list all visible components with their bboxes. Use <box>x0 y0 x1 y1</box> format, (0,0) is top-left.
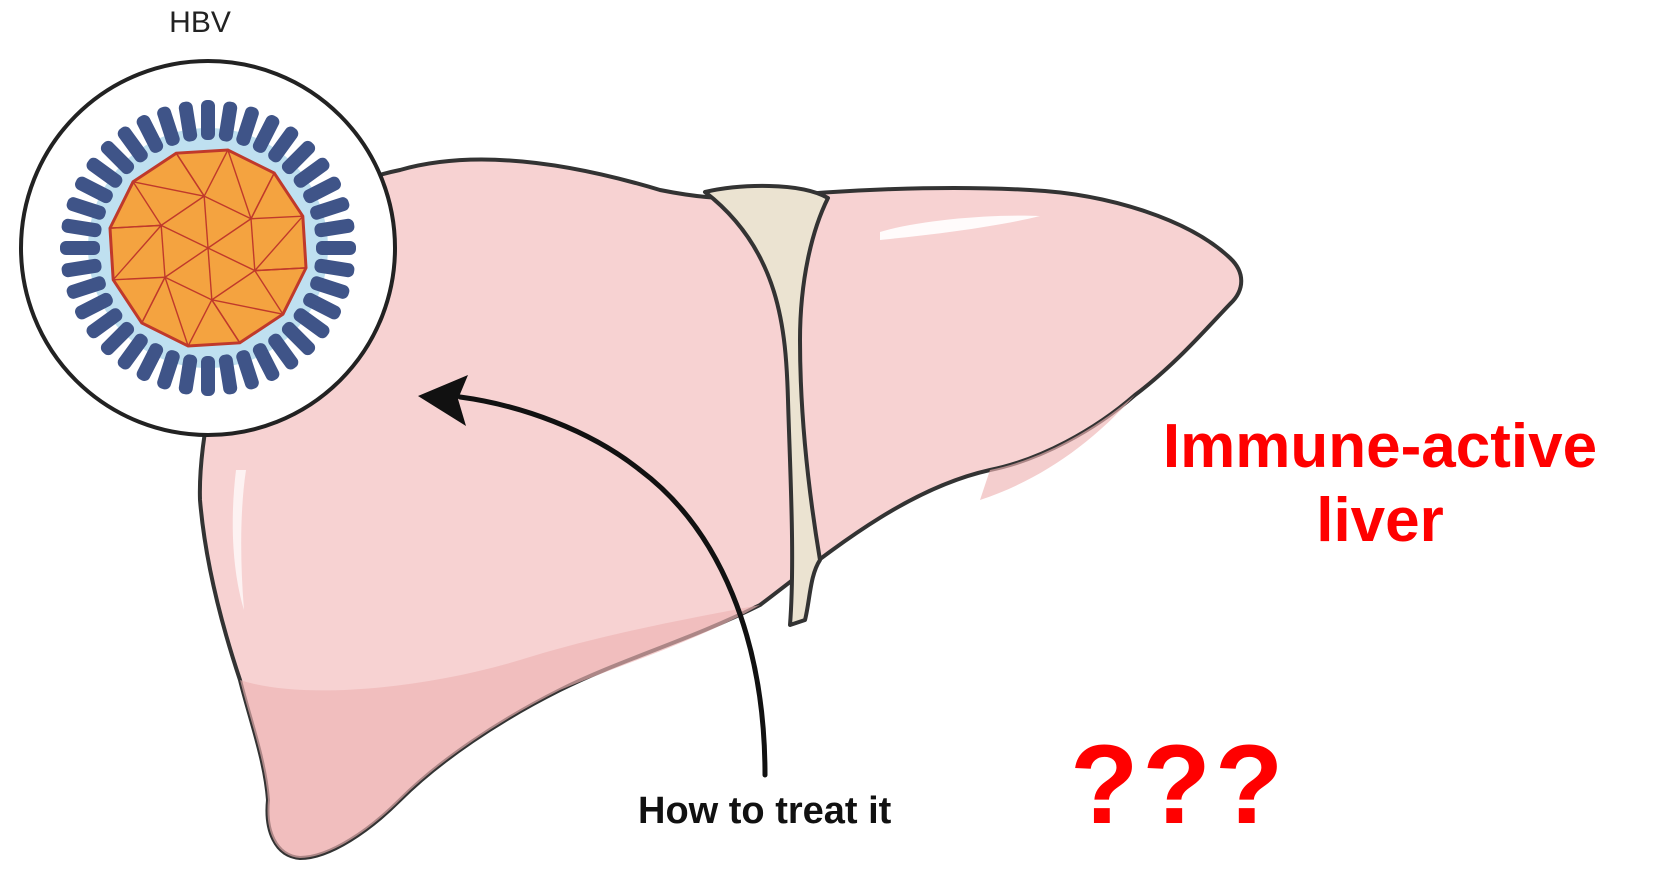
hbv-virion-icon <box>21 61 395 435</box>
envelope-spike <box>201 356 215 396</box>
virus-label: HBV <box>150 6 250 40</box>
liver-label-line-1: Immune-active <box>1100 410 1660 484</box>
envelope-spike <box>60 241 100 255</box>
treatment-question-label: How to treat it <box>638 790 891 833</box>
envelope-spike <box>201 100 215 140</box>
envelope-spike <box>316 241 356 255</box>
liver-state-label: Immune-active liver <box>1100 410 1660 558</box>
question-marks: ??? <box>1070 725 1287 845</box>
liver-label-line-2: liver <box>1100 484 1660 558</box>
